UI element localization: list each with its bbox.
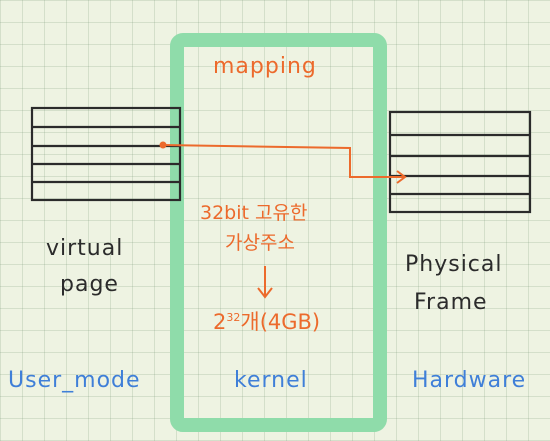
virtual-label: virtual — [46, 236, 124, 261]
frame-label: Frame — [414, 290, 488, 315]
mode-hardware-label: Hardware — [412, 368, 527, 393]
mapping-arrow — [159, 141, 407, 184]
note-exponent: 32 — [226, 311, 241, 324]
note-size: 232개(4GB) — [213, 306, 320, 336]
note-line2: 가상주소 — [225, 232, 295, 254]
physical-label: Physical — [405, 252, 503, 277]
note-tail: 개(4GB) — [240, 310, 321, 334]
note-down-arrow — [257, 266, 273, 299]
mode-user-label: User_mode — [8, 368, 141, 393]
mode-kernel-label: kernel — [234, 368, 308, 393]
kernel-region — [170, 33, 387, 432]
note-line1: 32bit 고유한 — [200, 202, 308, 224]
virtual-page-table — [30, 106, 182, 202]
mapping-label: mapping — [213, 54, 317, 79]
physical-frame-table — [388, 110, 532, 214]
page-label: page — [60, 272, 119, 297]
note-base: 2 — [213, 310, 227, 334]
